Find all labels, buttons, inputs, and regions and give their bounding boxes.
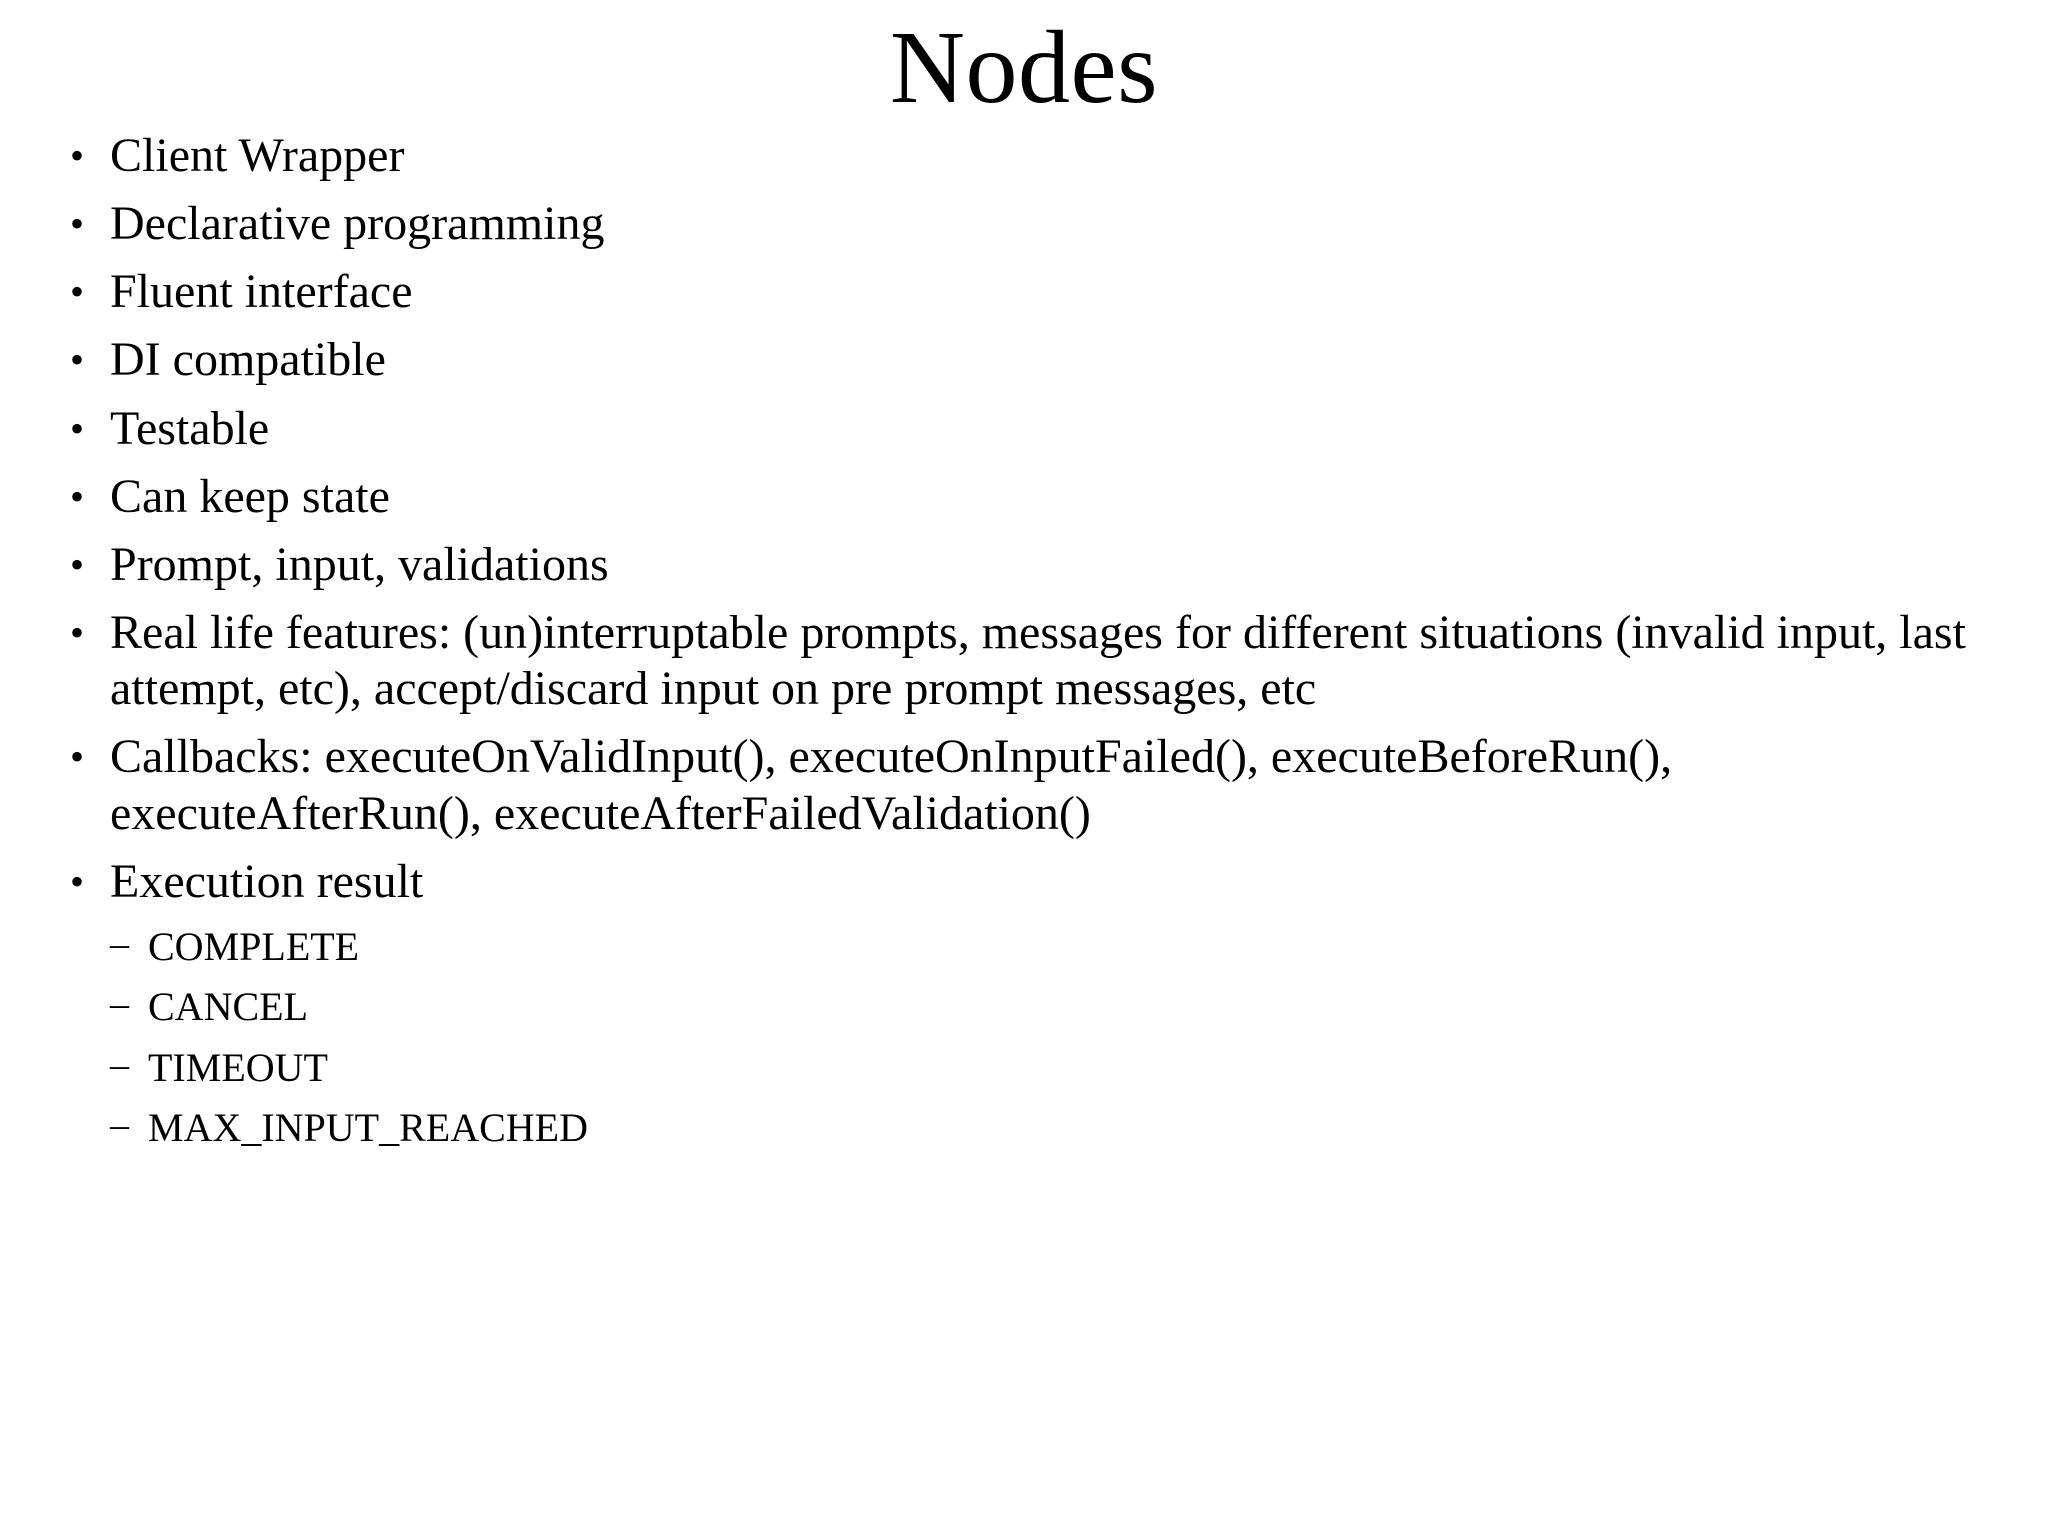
list-item-label: Fluent interface	[110, 265, 413, 319]
dash-marker-icon: –	[110, 922, 129, 965]
page-title: Nodes	[889, 10, 1159, 125]
bullet-marker-icon: •	[70, 133, 85, 178]
list-item: • Callbacks: executeOnValidInput(), exec…	[62, 729, 2022, 841]
execution-result-sub-list: – COMPLETE – CANCEL – TIMEOUT – MAX_INPU…	[62, 922, 2022, 1152]
list-item: • Declarative programming	[62, 196, 2022, 252]
sub-list-item: – COMPLETE	[62, 922, 2022, 970]
list-item-label: Declarative programming	[110, 197, 605, 251]
sub-list-item-label: CANCEL	[148, 984, 308, 1030]
bullet-marker-icon: •	[70, 541, 85, 587]
sub-list-item-label: MAX_INPUT_REACHED	[148, 1105, 588, 1151]
list-item: • Testable	[62, 401, 2022, 457]
bullet-marker-icon: •	[70, 405, 85, 451]
sub-list-item: – TIMEOUT	[62, 1043, 2022, 1091]
dash-marker-icon: –	[110, 1043, 129, 1086]
list-item-label: DI compatible	[110, 333, 386, 387]
list-item: • Prompt, input, validations	[62, 537, 2022, 593]
bullet-marker-icon: •	[70, 201, 85, 247]
list-item: • Execution result	[62, 854, 2022, 910]
list-item: • Fluent interface	[62, 264, 2022, 320]
bullet-marker-icon: •	[70, 269, 85, 315]
list-item-label: Prompt, input, validations	[110, 537, 609, 591]
list-item-label: Execution result	[110, 854, 424, 908]
list-item: • Can keep state	[62, 469, 2022, 525]
list-item: • Client Wrapper	[62, 128, 2022, 184]
list-item-label: Testable	[110, 401, 270, 455]
bullet-marker-icon: •	[70, 610, 85, 656]
list-item-label: Callbacks: executeOnValidInput(), execut…	[110, 730, 1673, 840]
list-item: • Real life features: (un)interruptable …	[62, 605, 2022, 717]
sub-list-item-label: TIMEOUT	[148, 1044, 328, 1090]
sub-list-item: – CANCEL	[62, 983, 2022, 1030]
list-item-label: Can keep state	[110, 469, 390, 523]
list-item: • DI compatible	[62, 332, 2022, 388]
list-item-label: Client Wrapper	[110, 129, 405, 182]
bullet-marker-icon: •	[70, 734, 85, 780]
sub-list-item: – MAX_INPUT_REACHED	[62, 1104, 2022, 1151]
bullet-marker-icon: •	[70, 858, 85, 904]
dash-marker-icon: –	[110, 1104, 129, 1147]
sub-list-item-label: COMPLETE	[148, 923, 360, 969]
dash-marker-icon: –	[110, 983, 129, 1026]
bullet-list: • Client Wrapper • Declarative programmi…	[62, 128, 2022, 1165]
bullet-marker-icon: •	[70, 337, 85, 383]
bullet-marker-icon: •	[70, 473, 85, 519]
list-item-label: Real life features: (un)interruptable pr…	[110, 606, 1966, 716]
